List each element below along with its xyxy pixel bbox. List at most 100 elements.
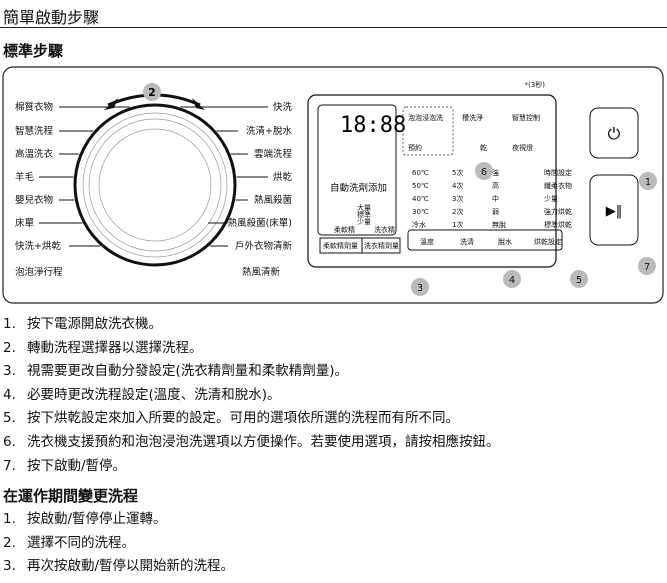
program-label: 高溫洗衣 xyxy=(15,148,54,160)
hot-air-refresh-label: 熱風清新 xyxy=(242,266,281,278)
control-panel-diagram: 2 棉質衣物智慧洗程高溫洗衣羊毛嬰兒衣物床單快洗+烘乾快洗洗清+脫水雲端洗程烘乾… xyxy=(2,66,664,304)
play-pause-icon: ▶‖ xyxy=(606,204,623,219)
callout-number: 4 xyxy=(509,275,515,286)
bubble-wash-label: 泡泡淨行程 xyxy=(15,266,63,278)
setting-button: 溫度 xyxy=(420,237,434,246)
power-icon: ⏻ xyxy=(608,124,621,143)
setting-option: 弱 xyxy=(492,208,499,216)
svg-text:洗衣精: 洗衣精 xyxy=(374,225,395,234)
step-number: 7. xyxy=(3,457,16,474)
svg-text:2: 2 xyxy=(148,86,156,99)
program-label: 戶外衣物清新 xyxy=(235,240,293,252)
program-label: 快洗+烘乾 xyxy=(15,240,61,252)
step-item: 1. 按啟動/暫停停止運轉。 xyxy=(3,508,234,532)
setting-option: 無脫 xyxy=(492,220,506,229)
step-item: 5. 按下烘乾設定來加入所要的設定。可用的選項依所選的洗程而有所不同。 xyxy=(3,407,500,431)
divider xyxy=(0,27,667,28)
svg-text:泡泡浸泡洗: 泡泡浸泡洗 xyxy=(408,113,443,122)
svg-text:少量: 少量 xyxy=(357,218,371,226)
step-item: 3.視需要更改自動分發設定(洗衣精劑量和柔軟精劑量)。 xyxy=(3,360,500,384)
callout-number: 3 xyxy=(417,283,423,294)
program-label: 嬰兒衣物 xyxy=(15,194,54,206)
step-text: 按啟動/暫停停止運轉。 xyxy=(27,511,167,527)
step-number: 6. xyxy=(3,433,16,450)
callout-7 xyxy=(638,257,656,275)
setting-option: 2次 xyxy=(452,207,463,216)
step-text: 再次按啟動/暫停以開始新的洗程。 xyxy=(27,558,235,575)
callout-number: 1 xyxy=(645,177,651,188)
step-number: 3. xyxy=(3,558,16,575)
step-number: 3. xyxy=(3,363,16,380)
step-text: 洗衣機支援預約和泡泡浸泡洗選項以方便操作。若要使用選項，請按相應按鈕。 xyxy=(27,433,500,450)
svg-text:大量: 大量 xyxy=(357,203,371,212)
step-item: 6. 洗衣機支援預約和泡泡浸泡洗選項以方便操作。若要使用選項，請按相應按鈕。 xyxy=(3,431,500,455)
setting-button: 脫水 xyxy=(498,237,512,246)
callout-6 xyxy=(475,162,493,180)
callout-number: 5 xyxy=(576,275,582,286)
setting-option: 強力烘乾 xyxy=(544,207,572,216)
setting-option: 少量 xyxy=(544,195,558,203)
detergent-dose-button[interactable] xyxy=(361,237,401,254)
svg-text:自動洗劑添加: 自動洗劑添加 xyxy=(330,182,387,194)
setting-option: 3次 xyxy=(452,194,463,203)
setting-option: 30℃ xyxy=(412,208,429,216)
step-item: 7. 按下啟動/暫停。 xyxy=(3,455,500,479)
section-heading-change: 在運作期間變更洗程 xyxy=(3,487,139,505)
svg-text:槽洗淨: 槽洗淨 xyxy=(462,113,483,122)
setting-option: 60℃ xyxy=(412,169,429,177)
program-label: 智慧洗程 xyxy=(15,125,54,137)
section-heading-standard: 標準步驟 xyxy=(3,42,64,60)
step-text: 選擇不同的洗程。 xyxy=(27,534,135,551)
setting-button: 洗清 xyxy=(460,237,474,246)
setting-option: 高 xyxy=(492,181,499,190)
setting-option: 纖柔衣物 xyxy=(544,181,572,190)
program-label: 烘乾 xyxy=(273,171,293,183)
page-title: 簡單啟動步驟 xyxy=(3,8,100,27)
step-text: 按下烘乾設定來加入所要的設定。可用的選項依所選的洗程而有所不同。 xyxy=(27,410,459,427)
program-label: 棉質衣物 xyxy=(15,101,54,113)
program-dial: 2 xyxy=(73,83,237,267)
step-item: 1.按下電源開啟洗衣機。 xyxy=(3,313,500,337)
setting-option: 冷水 xyxy=(412,220,426,229)
svg-text:柔軟精: 柔軟精 xyxy=(334,225,355,234)
step-text: 按下電源開啟洗衣機。 xyxy=(27,316,162,332)
svg-text:預約: 預約 xyxy=(408,143,422,152)
svg-text:夜視燈: 夜視燈 xyxy=(512,143,533,152)
start-pause-button[interactable] xyxy=(589,174,639,246)
step-item: 2.轉動洗程選擇器以選擇洗程。 xyxy=(3,337,500,361)
standard-steps-list: 1.按下電源開啟洗衣機。2.轉動洗程選擇器以選擇洗程。3.視需要更改自動分發設定… xyxy=(3,313,500,478)
setting-option: 50℃ xyxy=(412,182,429,190)
program-label: 床單 xyxy=(15,217,34,229)
change-steps-list: 1. 按啟動/暫停停止運轉。 2. 選擇不同的洗程。 3. 再次按啟動/暫停以開始新的洗程… xyxy=(3,508,234,579)
svg-text:智慧控制: 智慧控制 xyxy=(512,113,540,122)
setting-option: 中 xyxy=(492,194,499,203)
step-item: 2. 選擇不同的洗程。 xyxy=(3,532,234,556)
setting-option: 40℃ xyxy=(412,195,429,203)
step-item: 4. 必要時更改洗程設定(溫度、洗清和脫水)。 xyxy=(3,384,500,408)
step-number: 2. xyxy=(3,534,16,551)
callout-3 xyxy=(411,278,429,296)
svg-text:標準: 標準 xyxy=(357,210,371,219)
step-number: 5. xyxy=(3,410,16,427)
callout-2 xyxy=(143,83,161,101)
step-text: 必要時更改洗程設定(溫度、洗清和脫水)。 xyxy=(27,386,281,403)
step-text: 按下啟動/暫停。 xyxy=(27,457,127,474)
setting-button: 烘乾設定 xyxy=(534,237,562,246)
program-label: 熱風殺菌 xyxy=(254,194,292,206)
power-button[interactable] xyxy=(589,107,639,159)
callout-4 xyxy=(503,270,521,288)
svg-text:柔軟精劑量: 柔軟精劑量 xyxy=(323,241,358,250)
setting-option: 5次 xyxy=(452,168,463,177)
callout-5 xyxy=(570,270,588,288)
step-number: 2. xyxy=(3,339,16,356)
setting-option: 強 xyxy=(492,169,499,177)
svg-text:*(3秒): *(3秒) xyxy=(525,80,546,89)
step-number: 1. xyxy=(3,511,16,527)
setting-option: 時間設定 xyxy=(544,168,572,177)
program-label: 羊毛 xyxy=(15,171,35,183)
callout-1 xyxy=(639,172,657,190)
step-number: 4. xyxy=(3,386,16,403)
callout-number: 7 xyxy=(644,262,650,273)
program-label: 熱風殺菌(床單) xyxy=(228,217,292,229)
svg-text:洗衣精劑量: 洗衣精劑量 xyxy=(364,241,399,250)
